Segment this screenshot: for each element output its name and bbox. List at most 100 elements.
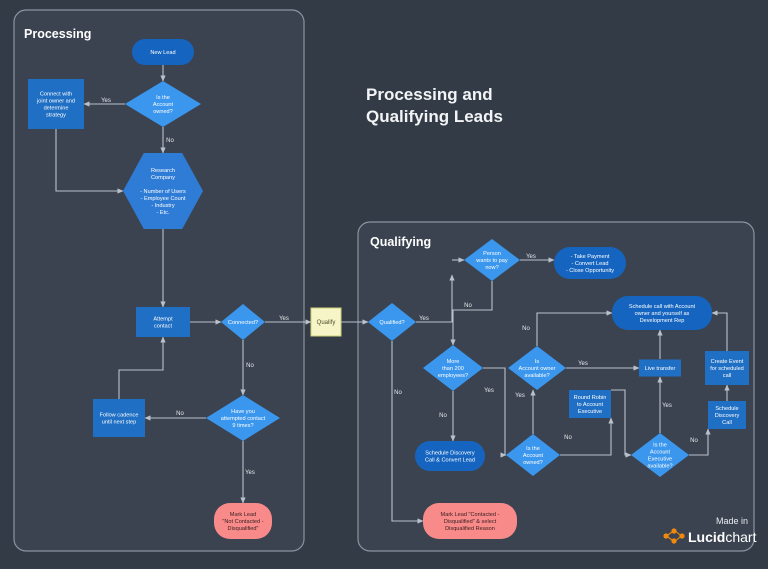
edge-acctexec-no-to-schedd-label: No: [690, 438, 698, 444]
node-qualify-note[interactable]: Qualify: [310, 307, 342, 337]
diagram-title: Processing and Qualifying Leads: [366, 85, 503, 126]
edge-pay-no-to-more200-label: No: [464, 303, 472, 309]
edge-acctowner-no-to-schedcall: No: [522, 310, 613, 346]
node-take-payment-label: - Take Payment- Convert Lead- Close Oppo…: [566, 254, 614, 274]
frame-label-processing: Processing: [24, 27, 91, 41]
edge-pay-yes-to-take-payment: Yes: [520, 254, 555, 263]
edge-qualified-no-to-markdq-label: No: [394, 390, 402, 396]
node-live-transfer[interactable]: Live transfer: [639, 359, 681, 377]
node-is-account-owned-lower-shape[interactable]: [506, 434, 560, 476]
node-new-lead-label: New Lead: [150, 50, 175, 56]
node-connect-joint-owner-shape[interactable]: [28, 79, 84, 129]
node-attempted-9-times-shape[interactable]: [206, 395, 280, 441]
edge-cadence-to-attempt: [118, 336, 166, 399]
node-mark-contacted-disqualified-shape[interactable]: [423, 503, 517, 539]
edge-acctowner-yes-to-live: Yes: [566, 361, 640, 371]
frame-qualifying: Qualifying: [357, 221, 755, 552]
edge-roundrobin-to-acctexec: [611, 389, 632, 458]
edge-attempts-no-to-cadence-label: No: [176, 411, 184, 417]
node-qualify-note-shape[interactable]: [310, 307, 342, 337]
node-connected[interactable]: Connected?: [221, 304, 265, 340]
node-mark-not-contacted-shape[interactable]: [214, 503, 272, 539]
node-qualified[interactable]: Qualified?: [368, 303, 416, 341]
edge-isowned2-no-to-roundrobin-line: [560, 417, 614, 456]
node-mark-not-contacted[interactable]: Mark Lead"Not Contacted -Disqualified": [214, 503, 272, 539]
node-new-lead-shape[interactable]: [132, 39, 194, 65]
node-mark-contacted-disqualified[interactable]: Mark Lead "Contacted -Disqualified" & se…: [423, 503, 517, 539]
node-take-payment-shape[interactable]: [554, 247, 626, 279]
edge-acctexec-no-to-schedd: No: [689, 428, 711, 456]
node-take-payment[interactable]: - Take Payment- Convert Lead- Close Oppo…: [554, 247, 626, 279]
edge-attempts-yes-to-mark: Yes: [240, 441, 255, 504]
node-connected-shape[interactable]: [221, 304, 265, 340]
edge-more200-yes-to-isowned: Yes: [483, 367, 507, 458]
node-mark-not-contacted-label: Mark Lead"Not Contacted -Disqualified": [222, 512, 263, 532]
node-schedule-discovery-convert-shape[interactable]: [415, 441, 485, 471]
edge-attempts-no-to-cadence: No: [144, 411, 206, 421]
edge-more200-yes-to-isowned-label: Yes: [484, 388, 494, 394]
node-create-event-shape[interactable]: [705, 351, 749, 385]
edge-connected-no-to-attempts-label: No: [246, 363, 254, 369]
edge-attempts-yes-to-mark-label: Yes: [245, 470, 255, 476]
node-live-transfer-shape[interactable]: [639, 359, 681, 377]
edge-acctexec-yes-to-live: Yes: [657, 376, 672, 433]
node-is-account-owned-top-shape[interactable]: [125, 81, 201, 127]
node-qualified-shape[interactable]: [368, 303, 416, 341]
node-round-robin-shape[interactable]: [569, 390, 611, 418]
edge-owned-no-to-research: No: [160, 127, 174, 154]
edge-connect-to-research: [55, 129, 124, 194]
edge-createevent-to-schedcall-line: [711, 310, 728, 351]
edge-acctexec-yes-to-live-label: Yes: [662, 403, 672, 409]
node-account-executive-available-shape[interactable]: [631, 433, 689, 477]
edge-pay-yes-to-take-payment-label: Yes: [526, 254, 536, 260]
edge-owned-yes-to-connect-label: Yes: [101, 98, 111, 104]
node-schedule-discovery-call-shape[interactable]: [708, 401, 746, 429]
edge-qualified-no-to-markdq: No: [391, 341, 424, 524]
edge-more200-yes-to-isowned-line: [483, 367, 507, 458]
edge-qualified-yes-branch: Yes: [416, 274, 455, 323]
node-attempt-contact-shape[interactable]: [136, 307, 190, 337]
edge-more200-no-to-sched-label: No: [439, 413, 447, 419]
edge-connected-yes-to-qualify-label: Yes: [279, 316, 289, 322]
lucidchart-logo-icon: [663, 528, 685, 544]
node-more-than-200-shape[interactable]: [423, 345, 483, 391]
node-account-owner-available-shape[interactable]: [508, 346, 566, 390]
edge-connected-no-to-attempts: No: [240, 340, 254, 396]
node-live-transfer-label: Live transfer: [645, 366, 676, 372]
node-schedule-call-account-owner-shape[interactable]: [612, 296, 712, 330]
node-follow-cadence-shape[interactable]: [93, 399, 145, 437]
made-in-label: Made in: [716, 516, 748, 526]
edge-acctowner-no-to-schedcall-label: No: [522, 326, 530, 332]
node-new-lead[interactable]: New Lead: [132, 39, 194, 65]
node-research-company-shape[interactable]: [123, 153, 203, 229]
node-person-wants-to-pay-shape[interactable]: [464, 239, 520, 281]
